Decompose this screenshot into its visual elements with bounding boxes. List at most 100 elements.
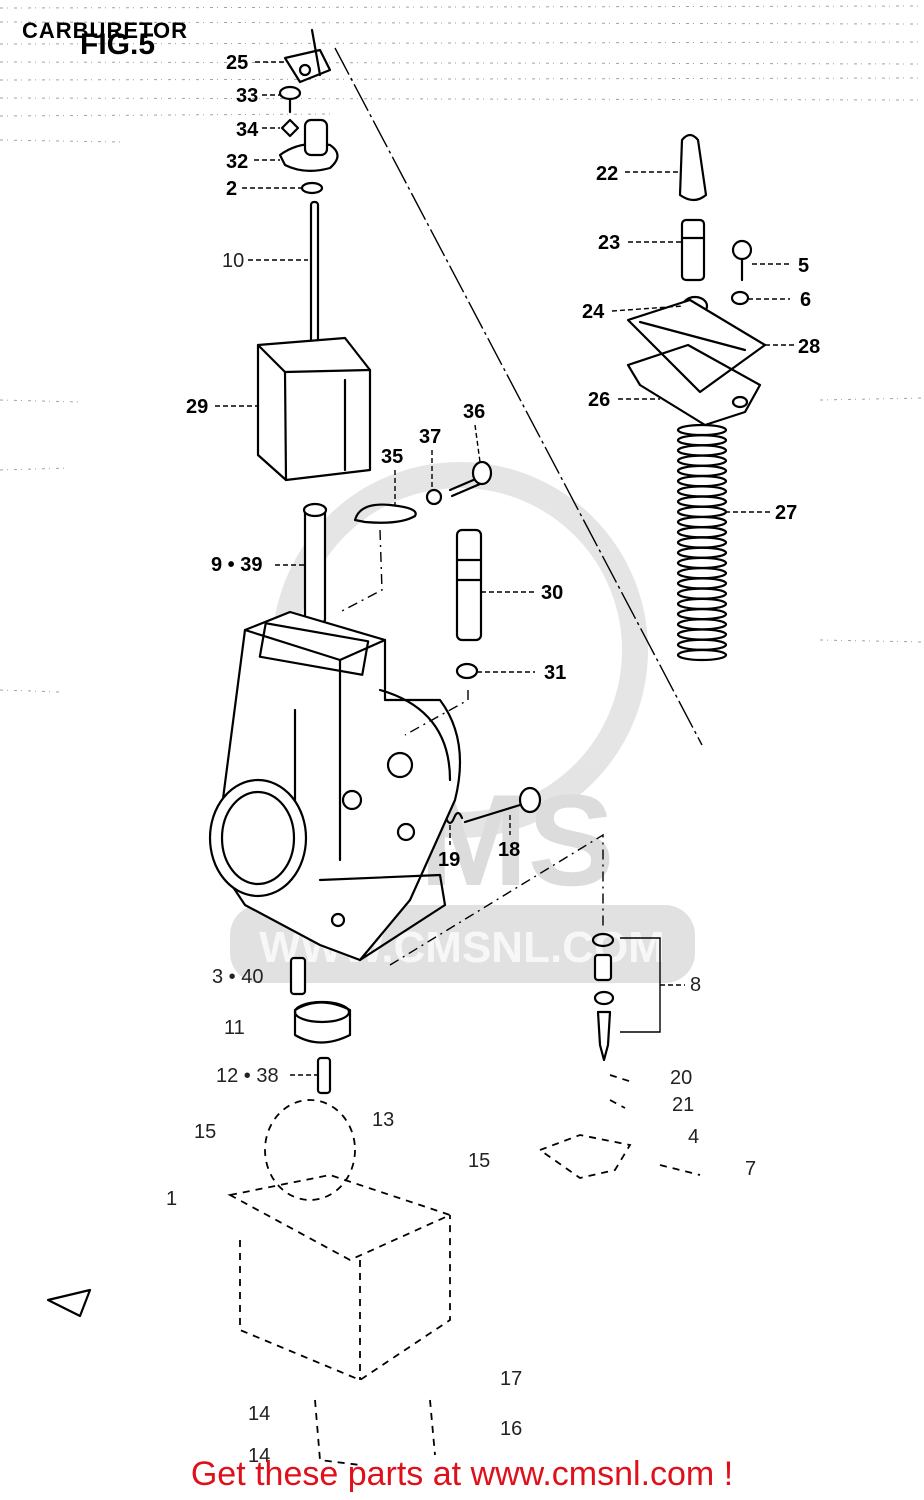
callout-14a: 14	[248, 1403, 270, 1425]
callout-35: 35	[381, 446, 403, 468]
callout-22: 22	[596, 163, 618, 185]
spring-coil	[676, 587, 728, 600]
callout-8: 8	[690, 974, 701, 996]
assembly-guide-line	[334, 47, 703, 746]
spring-coil	[676, 505, 728, 518]
part-37-washer	[425, 488, 443, 506]
callout-37: 37	[419, 426, 441, 448]
part-35-clip	[353, 503, 417, 524]
callout-9-39: 9 • 39	[211, 554, 262, 576]
callout-10: 10	[222, 250, 244, 272]
part-30-air-screw	[455, 528, 483, 642]
callout-16: 16	[500, 1418, 522, 1440]
part-33-screw	[278, 85, 302, 114]
leader-lines	[215, 61, 795, 1076]
float-bowl-assembly	[46, 1074, 701, 1466]
callout-26: 26	[588, 389, 610, 411]
spring-coil	[676, 567, 728, 580]
spring-coil	[676, 444, 728, 457]
part-12-38-pilot-jet	[316, 1056, 332, 1095]
part-36-screw	[448, 460, 493, 498]
callout-17: 17	[500, 1368, 522, 1390]
scan-noise	[0, 5, 924, 693]
part-5-screw	[731, 239, 753, 282]
callout-13: 13	[372, 1109, 394, 1131]
callout-36: 36	[463, 401, 485, 423]
callout-25: 25	[226, 52, 248, 74]
callout-2: 2	[226, 178, 237, 200]
spring-coil	[676, 577, 728, 590]
callout-21: 21	[672, 1094, 694, 1116]
header: FIG.5 CARBURETOR	[22, 18, 188, 61]
callout-3-40: 3 • 40	[212, 966, 263, 988]
callout-24: 24	[582, 301, 605, 323]
part-2-clip	[300, 181, 324, 195]
guide-line-30	[404, 690, 469, 736]
guide-line-8	[389, 833, 604, 966]
diagram-title: CARBURETOR	[22, 18, 188, 43]
part-26-gasket	[626, 343, 762, 427]
part-11-float	[293, 1000, 352, 1044]
part-10-needle	[309, 200, 320, 354]
part-22-cap	[678, 133, 708, 202]
spring-coil	[676, 475, 728, 488]
spring-coil	[676, 515, 728, 529]
callout-18: 18	[498, 839, 520, 861]
spring-coil	[676, 526, 728, 539]
callout-12-38: 12 • 38	[216, 1065, 279, 1087]
spring-coil	[676, 628, 728, 641]
callout-34: 34	[236, 119, 259, 141]
spring-coil	[676, 597, 728, 610]
spring-coil	[676, 485, 728, 498]
callout-27: 27	[775, 502, 797, 524]
part-23-adjuster	[680, 218, 706, 282]
part-31-o-ring	[455, 662, 479, 680]
spring-coil	[676, 556, 728, 570]
spring-coil	[676, 638, 728, 651]
part-32-plate	[278, 118, 339, 172]
spring-coil	[676, 464, 728, 478]
spring-coil	[676, 454, 728, 467]
part-27-spring	[676, 423, 728, 662]
callout-14b: 14	[248, 1445, 270, 1467]
callout-6: 6	[800, 289, 811, 311]
carburetor-body	[208, 610, 462, 962]
cmsnl-parts-link[interactable]: Get these parts at www.cmsnl.com !	[190, 1455, 734, 1493]
part-28-cover	[626, 298, 767, 394]
part-9-39-jet-tube	[302, 502, 328, 627]
part-6-washer	[730, 290, 750, 306]
guide-line-35	[339, 529, 383, 613]
part-34-washer	[280, 118, 300, 138]
spring-coil	[676, 495, 728, 508]
callout-29: 29	[186, 396, 208, 418]
callout-4: 4	[688, 1126, 699, 1148]
spring-coil	[676, 434, 728, 447]
callout-labels: 25 33 34 32 2 10 29 37 36 35 9 • 39 30 3…	[166, 52, 820, 1467]
figure-label: FIG.5	[80, 28, 155, 61]
part-29-throttle-valve	[256, 336, 372, 482]
callout-20: 20	[670, 1067, 692, 1089]
spring-coil	[676, 546, 728, 559]
callout-11: 11	[224, 1017, 245, 1039]
callout-33: 33	[236, 85, 258, 107]
callout-30: 30	[541, 582, 563, 604]
part-3-40-main-jet	[289, 956, 307, 996]
callout-19: 19	[438, 849, 460, 871]
callout-1: 1	[166, 1188, 177, 1210]
spring-coil	[676, 607, 728, 621]
callout-5: 5	[798, 255, 809, 277]
spring-coil	[676, 648, 728, 662]
callout-32: 32	[226, 151, 248, 173]
callout-7: 7	[745, 1158, 756, 1180]
spring-coil	[676, 423, 728, 437]
spring-coil	[676, 536, 728, 549]
spring-coil	[676, 618, 728, 631]
callout-15b: 15	[468, 1150, 490, 1172]
callout-23: 23	[598, 232, 620, 254]
callout-31: 31	[544, 662, 566, 684]
part-18-screw	[463, 786, 542, 824]
part-25-bracket	[283, 28, 332, 84]
callout-15a: 15	[194, 1121, 216, 1143]
callout-28: 28	[798, 336, 820, 358]
